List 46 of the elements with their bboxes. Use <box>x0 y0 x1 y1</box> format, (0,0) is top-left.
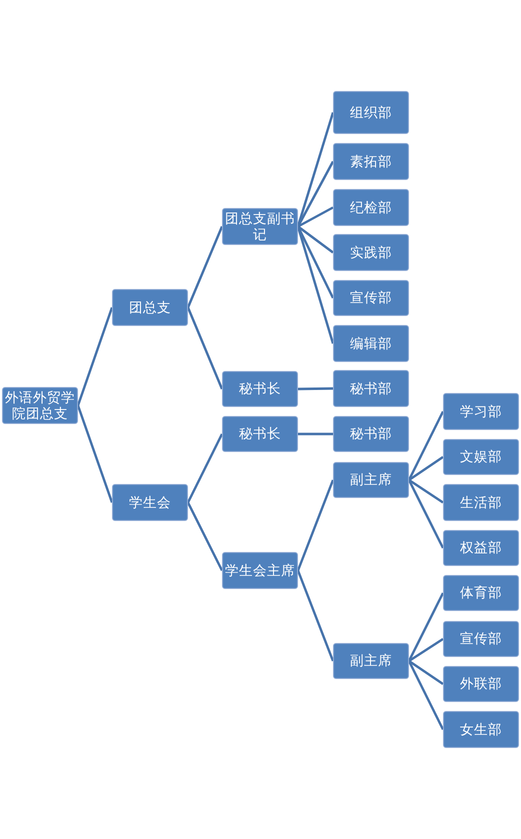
connector-line <box>408 660 444 685</box>
connector-line <box>186 307 224 390</box>
connector-line <box>408 638 444 662</box>
connector-line <box>76 405 114 503</box>
org-unit-box: 学生会主席 <box>222 552 298 589</box>
connector-line <box>408 479 444 504</box>
org-unit-box: 秘书部 <box>333 370 409 407</box>
connector-line <box>296 570 334 662</box>
org-unit-box: 实践部 <box>333 234 409 271</box>
connector-line <box>296 160 334 228</box>
org-unit-box: 外语外贸学院团总支 <box>2 387 78 424</box>
org-unit-box: 团总支 <box>112 289 188 326</box>
connector-line <box>298 432 333 436</box>
connector-line <box>408 479 444 549</box>
connector-line <box>408 410 444 481</box>
org-unit-box: 纪检部 <box>333 189 409 226</box>
connector-line <box>76 307 114 406</box>
org-unit-box: 秘书部 <box>333 416 409 452</box>
org-unit-box: 编辑部 <box>333 325 409 362</box>
org-unit-box: 素拓部 <box>333 143 409 180</box>
org-unit-box: 团总支副书记 <box>222 208 298 245</box>
connector-line <box>186 226 224 308</box>
org-unit-box: 体育部 <box>443 575 519 611</box>
connector-line <box>297 226 334 254</box>
org-unit-box: 副主席 <box>333 462 409 498</box>
org-unit-box: 文娱部 <box>443 439 519 475</box>
org-unit-box: 学生会 <box>112 484 188 521</box>
org-unit-box: 秘书长 <box>222 371 298 407</box>
connector-line <box>186 502 224 572</box>
org-unit-box: 秘书长 <box>222 416 298 452</box>
org-unit-box: 学习部 <box>443 393 519 430</box>
connector-line <box>297 206 334 228</box>
org-unit-box: 生活部 <box>443 484 519 521</box>
org-unit-box: 宣传部 <box>333 280 409 316</box>
org-unit-box: 女生部 <box>443 711 519 748</box>
org-unit-box: 宣传部 <box>443 621 519 657</box>
org-unit-box: 外联部 <box>443 666 519 702</box>
org-unit-box: 组织部 <box>333 91 409 134</box>
connector-line <box>186 433 224 504</box>
org-unit-box: 副主席 <box>333 643 409 679</box>
connector-line <box>408 456 444 481</box>
connector-line <box>298 387 334 390</box>
connector-line <box>408 660 444 730</box>
org-unit-box: 权益部 <box>443 530 519 566</box>
connector-line <box>408 592 444 662</box>
connector-line <box>296 480 334 571</box>
